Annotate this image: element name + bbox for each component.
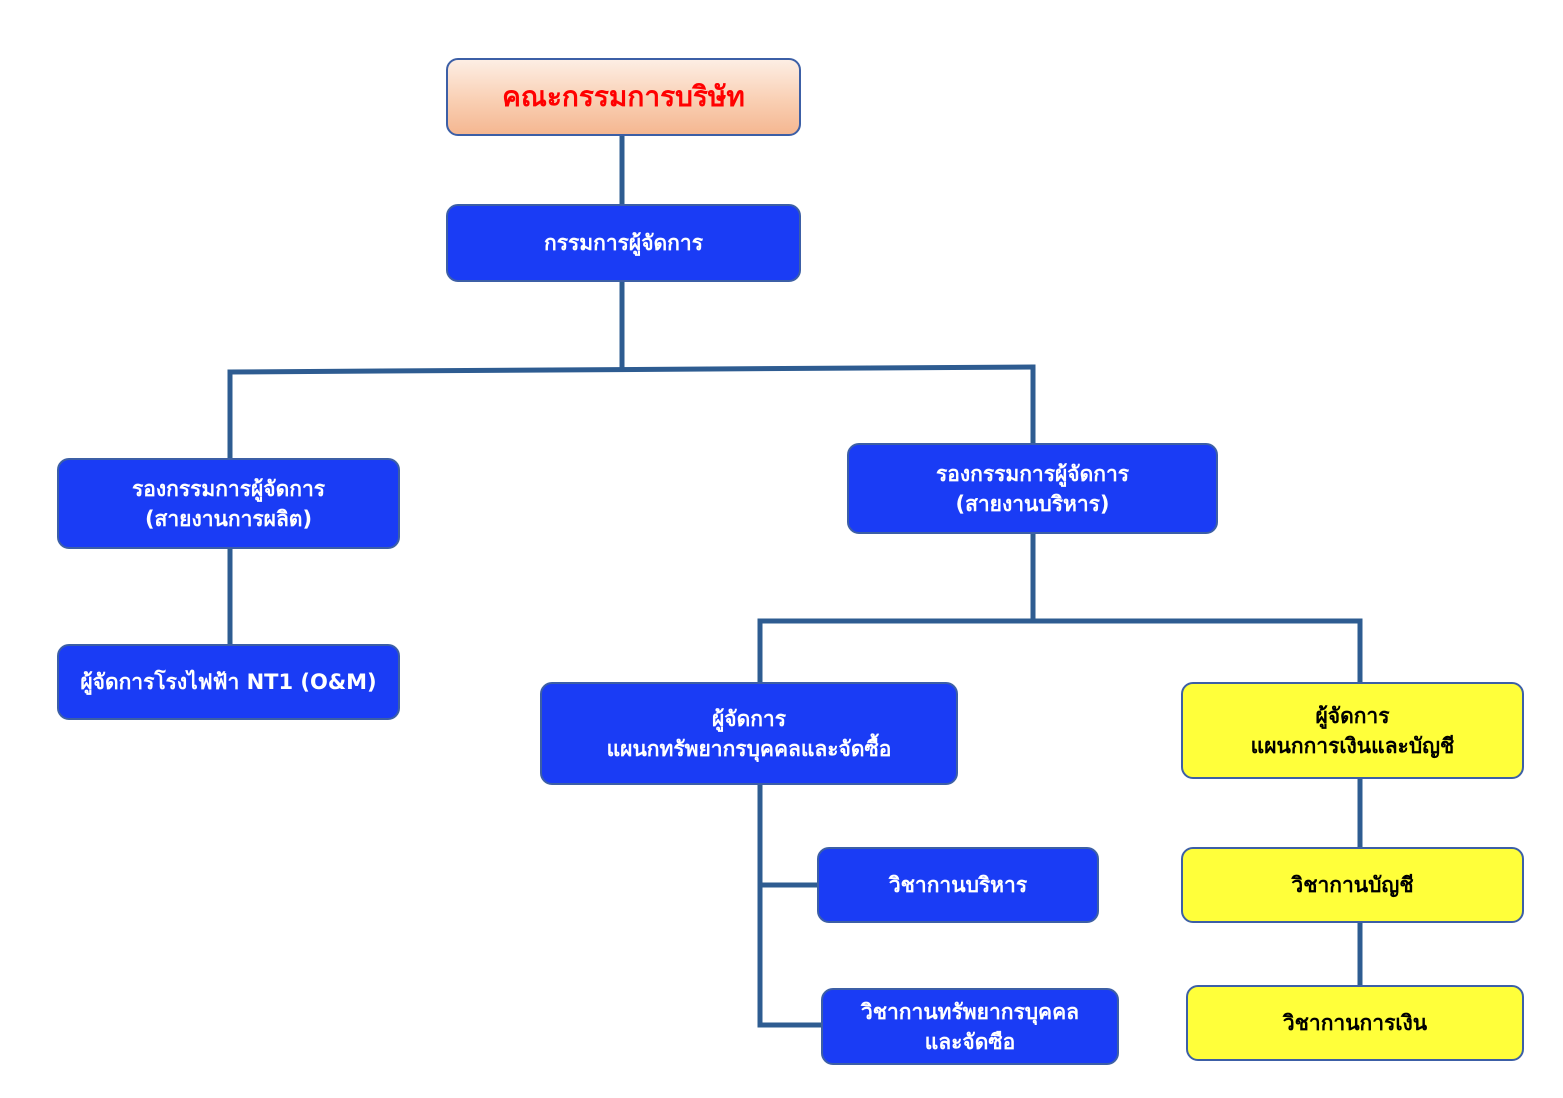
hr-officer-subtitle: และจัดซือ bbox=[924, 1029, 1016, 1054]
hr-procurement-manager-dept: แผนกทรัพยากรบุคคลและจัดซื้อ bbox=[606, 736, 892, 761]
hr-officer-title: วิชากานทรัพยากรบุคคล bbox=[860, 999, 1080, 1024]
hr-procurement-manager-title: ผู้จัดการ bbox=[711, 706, 787, 731]
deputy-md-production-box: รองกรรมการผู้จัดการ (สายงานการผลิต) bbox=[57, 458, 400, 549]
finance-accounting-manager-title: ผู้จัดการ bbox=[1315, 703, 1390, 728]
managing-director-label: กรรมการผู้จัดการ bbox=[544, 231, 703, 255]
accounting-officer-box: วิชากานบัญชี bbox=[1181, 847, 1524, 923]
deputy-md-admin-box: รองกรรมการผู้จัดการ (สายงานบริหาร) bbox=[847, 443, 1218, 534]
accounting-officer-label: วิชากานบัญชี bbox=[1291, 873, 1414, 897]
hr-procurement-manager-box: ผู้จัดการ แผนกทรัพยากรบุคคลและจัดซื้อ bbox=[540, 682, 958, 785]
admin-officer-box: วิชากานบริหาร bbox=[817, 847, 1099, 923]
managing-director-box: กรรมการผู้จัดการ bbox=[446, 204, 801, 282]
board-of-directors-box: คณะกรรมการบริษัท bbox=[446, 58, 801, 136]
finance-officer-box: วิชากานการเงิน bbox=[1186, 985, 1524, 1061]
deputy-md-production-line: (สายงานการผลิต) bbox=[144, 506, 313, 531]
plant-manager-label: ผู้จัดการโรงไฟฟ้า NT1 (O&M) bbox=[80, 670, 377, 694]
deputy-md-admin-line: (สายงานบริหาร) bbox=[955, 491, 1110, 516]
hr-officer-box: วิชากานทรัพยากรบุคคล และจัดซือ bbox=[821, 988, 1119, 1065]
deputy-md-admin-title: รองกรรมการผู้จัดการ bbox=[935, 461, 1130, 486]
admin-officer-label: วิชากานบริหาร bbox=[888, 873, 1028, 897]
finance-accounting-manager-box: ผู้จัดการ แผนกการเงินและบัญชี bbox=[1181, 682, 1524, 779]
connector-horizontal-level1 bbox=[227, 364, 1036, 375]
finance-accounting-manager-dept: แผนกการเงินและบัญชี bbox=[1250, 733, 1455, 758]
plant-manager-box: ผู้จัดการโรงไฟฟ้า NT1 (O&M) bbox=[57, 644, 400, 720]
finance-officer-label: วิชากานการเงิน bbox=[1282, 1011, 1428, 1035]
deputy-md-production-title: รองกรรมการผู้จัดการ bbox=[131, 476, 326, 501]
board-of-directors-label: คณะกรรมการบริษัท bbox=[502, 80, 745, 113]
